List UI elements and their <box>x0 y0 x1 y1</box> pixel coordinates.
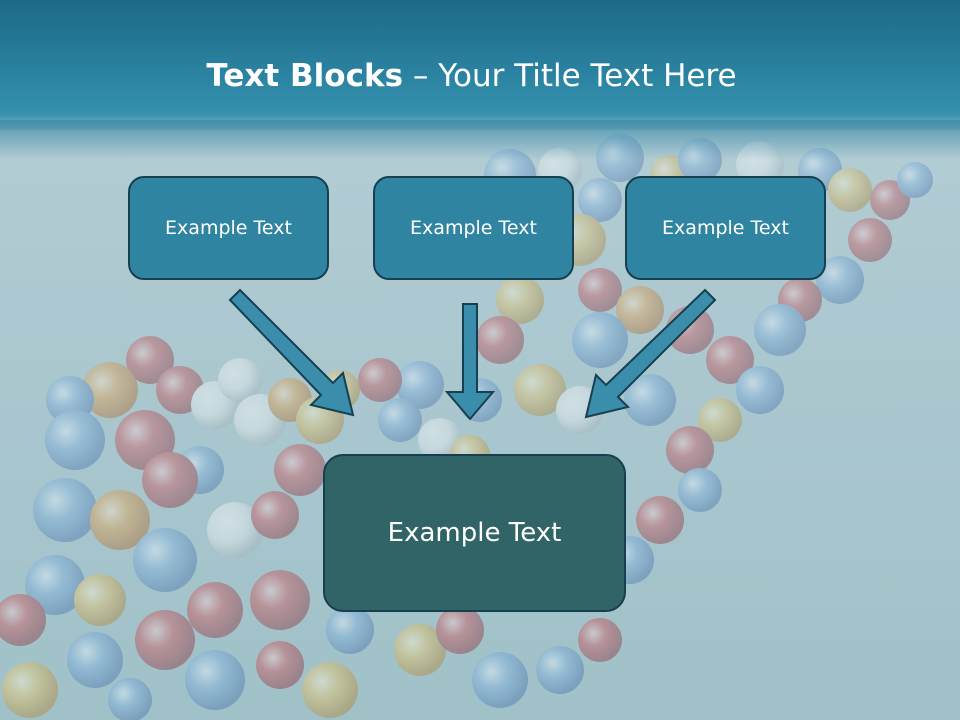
block-1-label: Example Text <box>165 217 292 239</box>
arrow-center-icon <box>444 303 496 421</box>
example-text-result-block[interactable]: Example Text <box>323 454 626 612</box>
block-3-label: Example Text <box>662 217 789 239</box>
example-text-block-2[interactable]: Example Text <box>373 176 574 280</box>
arrow-left-icon <box>228 288 355 417</box>
title-bar-fade <box>0 120 960 160</box>
arrow-right-icon <box>584 288 717 419</box>
title-bar <box>0 0 960 130</box>
slide-title[interactable]: Text Blocks – Your Title Text Here <box>0 56 943 96</box>
block-2-label: Example Text <box>410 217 537 239</box>
title-bold-part: Text Blocks <box>206 58 404 94</box>
example-text-block-1[interactable]: Example Text <box>128 176 329 280</box>
title-regular-part: Your Title Text Here <box>438 58 737 94</box>
example-text-block-3[interactable]: Example Text <box>625 176 826 280</box>
result-block-label: Example Text <box>387 518 562 548</box>
title-dash: – <box>403 58 439 94</box>
